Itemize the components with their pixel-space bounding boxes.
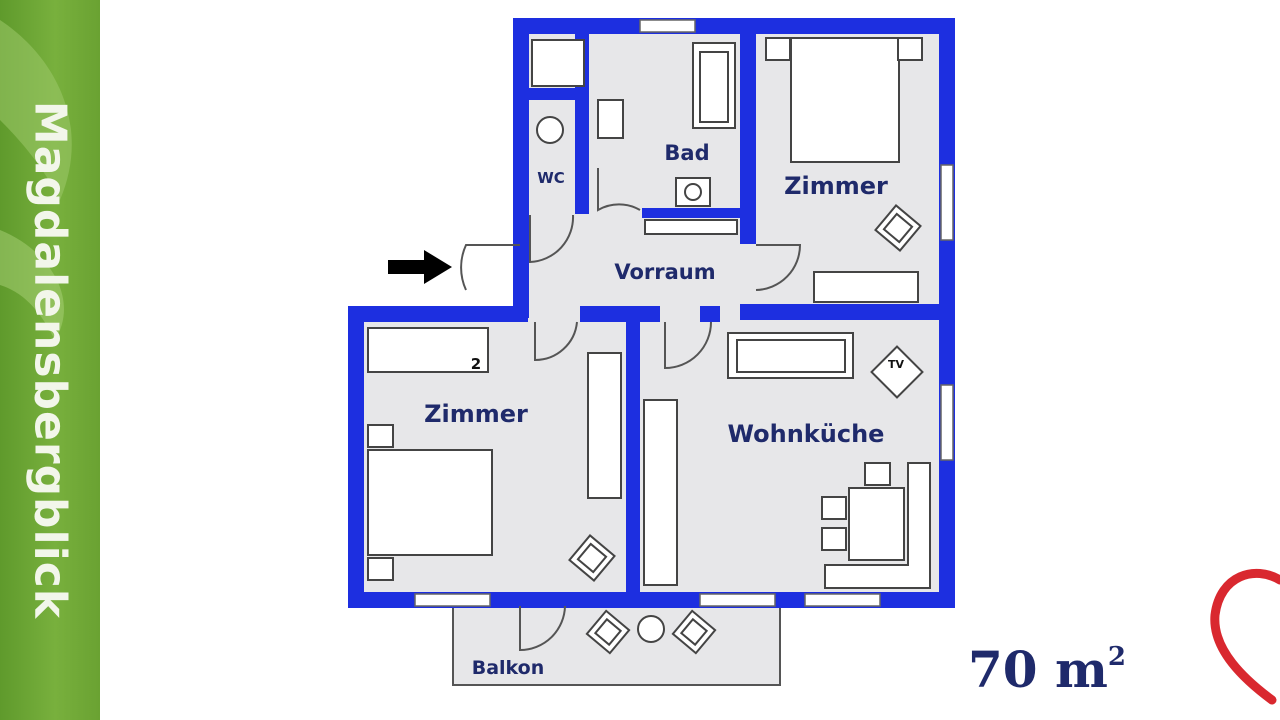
tv-label: TV <box>888 358 905 371</box>
area-label: 70 m2 <box>968 640 1126 699</box>
area-value: 70 m <box>968 640 1108 699</box>
room-label-wohnkueche: Wohnküche <box>728 420 885 448</box>
doors <box>460 168 802 652</box>
zimmer-upper-furniture <box>765 37 923 303</box>
room-label-bad: Bad <box>664 141 709 165</box>
entrance-arrow-icon <box>388 250 452 284</box>
bed-number-label: 2 <box>471 355 481 373</box>
heart-logo-icon <box>1210 568 1280 705</box>
room-label-balkon: Balkon <box>472 657 545 679</box>
leaf-icon <box>0 20 72 340</box>
balkon-furniture <box>585 609 717 655</box>
bathroom-fixtures <box>531 39 738 235</box>
room-label-zimmer-upper: Zimmer <box>784 172 888 200</box>
zimmer-lower-furniture <box>367 327 622 582</box>
room-label-wc: WC <box>537 169 565 187</box>
windows <box>414 19 954 607</box>
room-label-vorraum: Vorraum <box>614 260 715 284</box>
room-label-zimmer-lower: Zimmer <box>424 400 528 428</box>
wohnkueche-furniture <box>643 332 931 589</box>
area-exponent: 2 <box>1107 642 1126 673</box>
brand-sidebar: Magdalensbergblick <box>0 0 100 720</box>
